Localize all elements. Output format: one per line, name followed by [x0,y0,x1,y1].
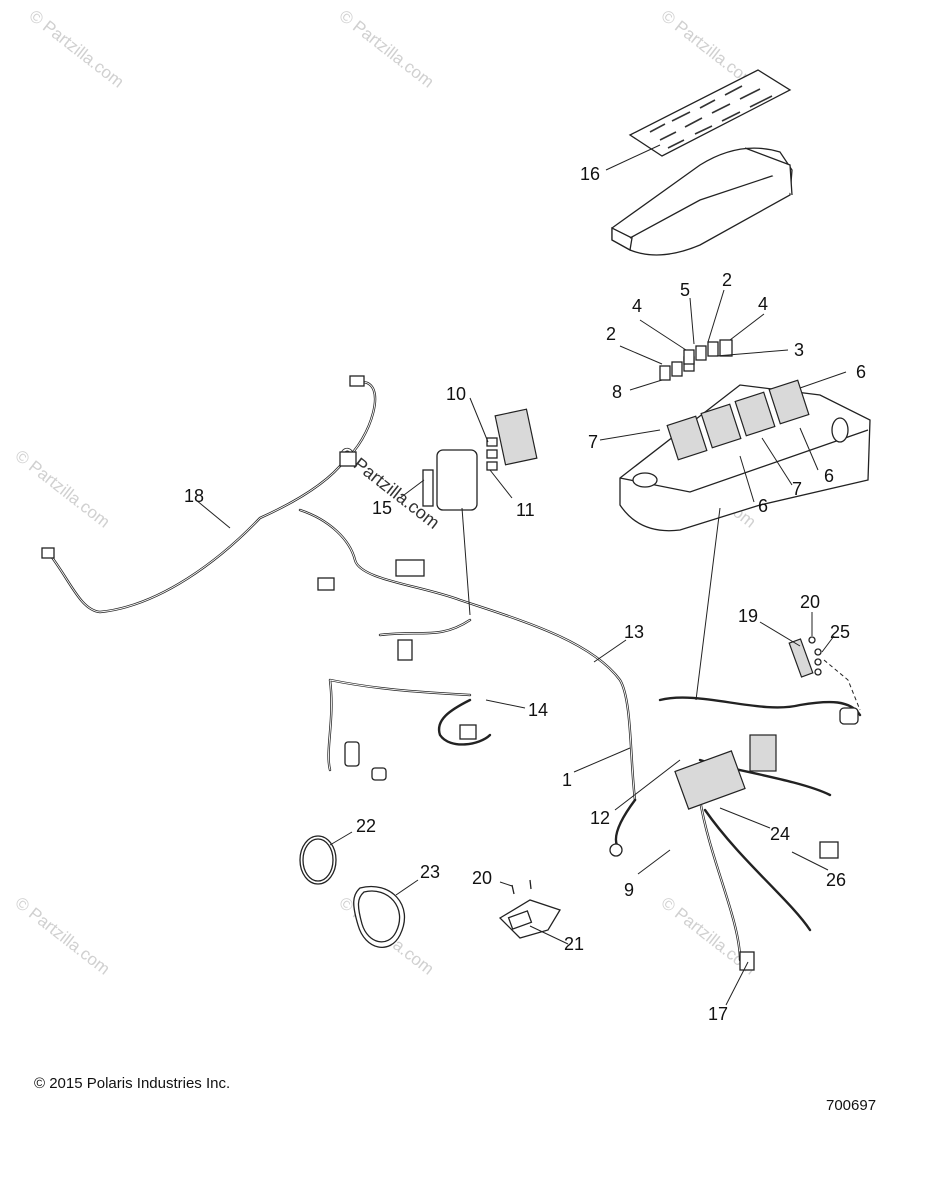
callout-number: 10 [446,384,466,404]
leader-lines [195,144,847,1006]
callout-number: 8 [612,382,622,402]
callout-number: 13 [624,622,644,642]
callout-number: 18 [184,486,204,506]
fuse-box-base-part [619,379,871,532]
callouts: 1 2 2 3 4 4 5 6 6 6 7 7 8 9 10 11 12 13 … [184,164,866,1024]
callout-number: 26 [826,870,846,890]
main-wire-harness-part [298,508,862,971]
callout-number: 15 [372,498,392,518]
callout-number: 2 [722,270,732,290]
grommet-23-part [353,885,406,948]
callout-number: 9 [624,880,634,900]
fuses-cluster-part [659,339,733,381]
control-module-part [422,408,538,511]
grommet-22-part [299,835,337,885]
callout-number: 22 [356,816,376,836]
callout-number: 7 [792,479,802,499]
callout-number: 20 [472,868,492,888]
watermark: © Partzilla.com [336,6,438,92]
callout-number: 17 [708,1004,728,1024]
callout-number: 7 [588,432,598,452]
callout-number: 21 [564,934,584,954]
callout-number: 6 [856,362,866,382]
callout-number: 4 [758,294,768,314]
decal-label-part [628,69,792,157]
callout-number: 12 [590,808,610,828]
watermark: © Partzilla.com [12,893,114,979]
callout-number: 6 [758,496,768,516]
callout-number: 16 [580,164,600,184]
harness-18-part [41,375,377,614]
callout-number: 2 [606,324,616,344]
terminal-strip-part [788,636,861,711]
callout-number: 23 [420,862,440,882]
fuse-box-cover-part [611,147,793,256]
callout-number: 4 [632,296,642,316]
callout-number: 5 [680,280,690,300]
callout-number: 6 [824,466,834,486]
diagram-number: 700697 [826,1097,877,1114]
callout-number: 20 [800,592,820,612]
callout-number: 3 [794,340,804,360]
callout-number: 24 [770,824,790,844]
callout-number: 11 [516,500,535,520]
bracket-21-part [498,879,561,939]
copyright-notice: © 2015 Polaris Industries Inc. [34,1075,231,1092]
callout-number: 25 [830,622,850,642]
watermark: © Partzilla.com [26,6,128,92]
callout-number: 14 [528,700,548,720]
callout-number: 19 [738,606,758,626]
watermark: © Partzilla.com [12,446,114,532]
callout-number: 1 [562,770,572,790]
